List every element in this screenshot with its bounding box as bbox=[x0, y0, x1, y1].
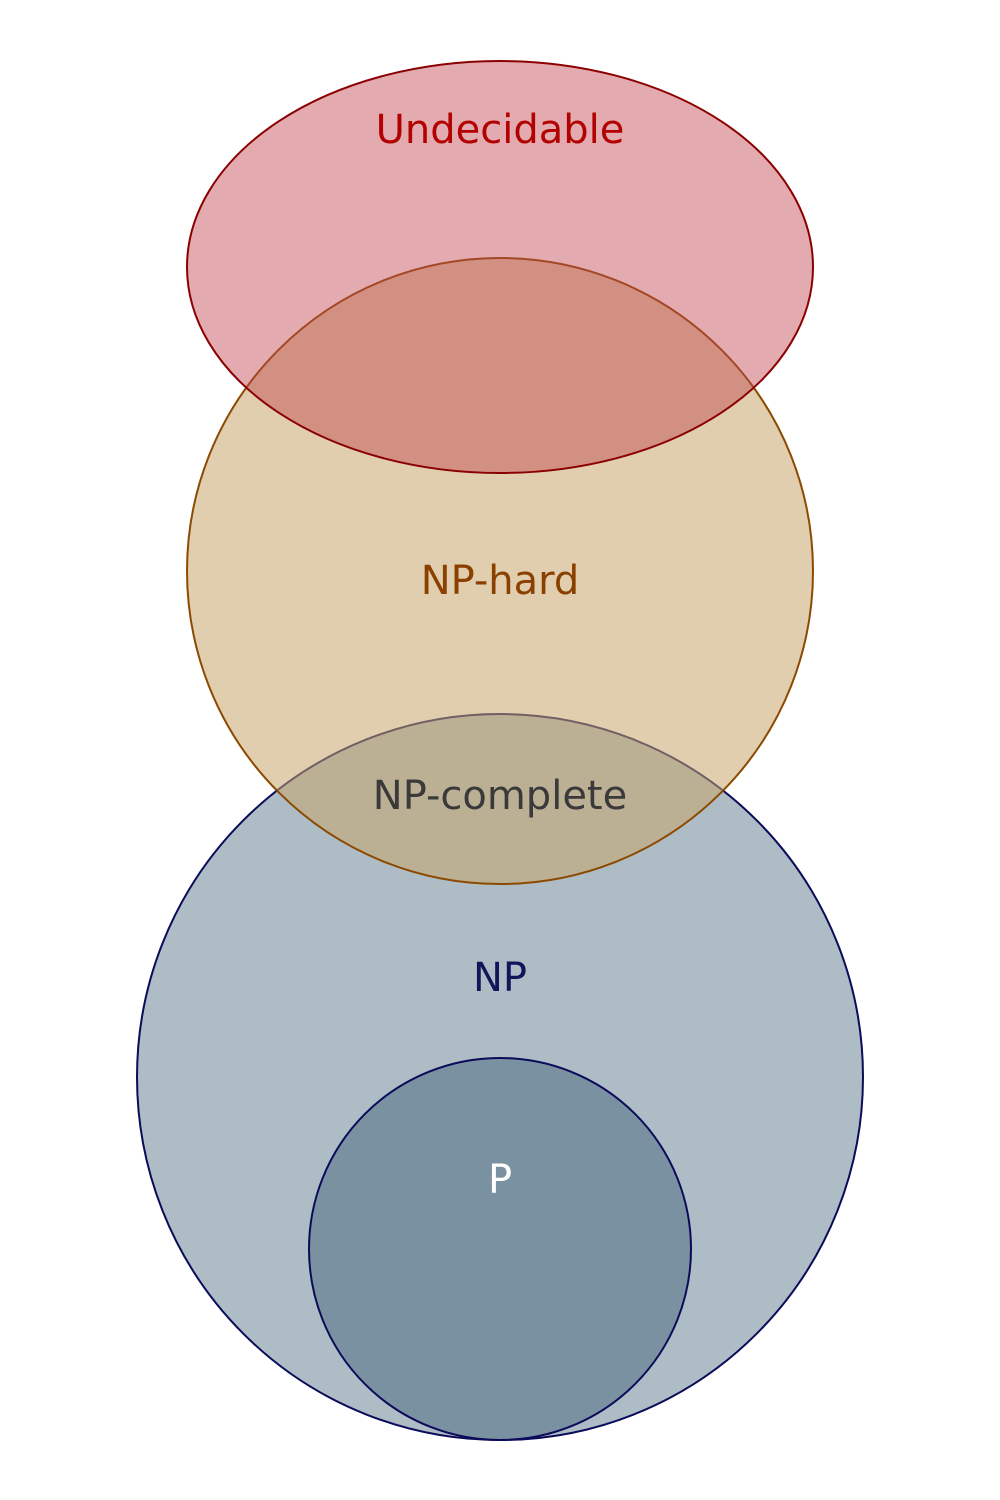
np-hard-region bbox=[186, 257, 814, 885]
p-region bbox=[308, 1057, 692, 1441]
np-hard-label: NP-hard bbox=[421, 558, 580, 604]
p-label: P bbox=[488, 1157, 512, 1203]
undecidable-label: Undecidable bbox=[376, 107, 625, 153]
np-label: NP bbox=[473, 955, 527, 1001]
np-complete-label: NP-complete bbox=[373, 773, 627, 819]
undecidable-region bbox=[186, 60, 814, 474]
